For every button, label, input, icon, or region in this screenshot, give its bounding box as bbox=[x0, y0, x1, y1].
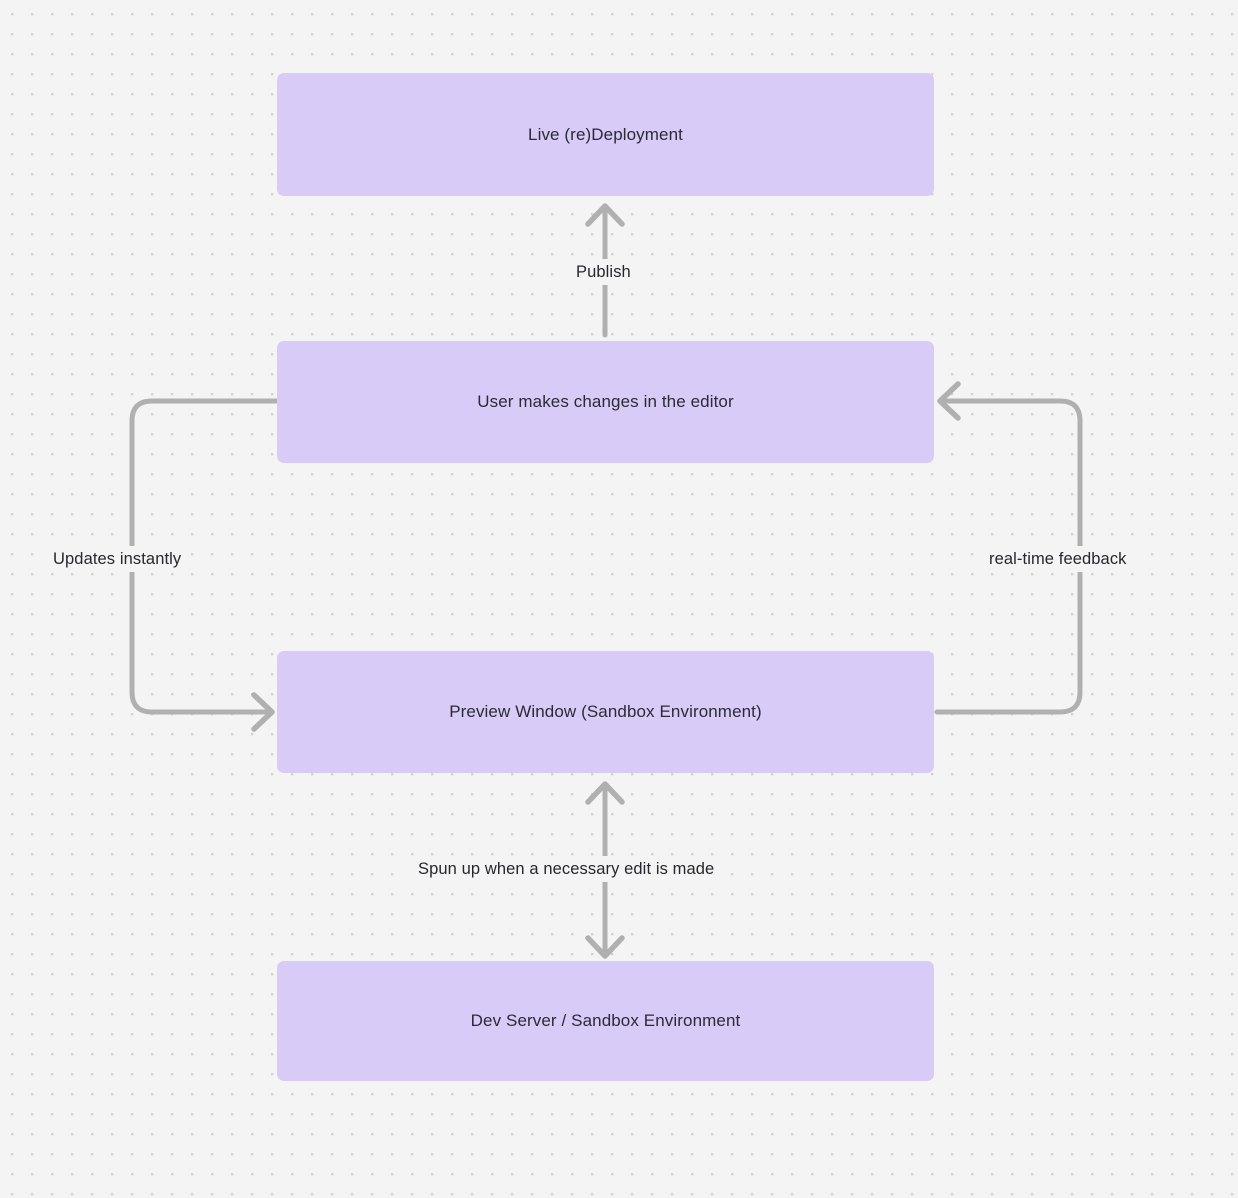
node-preview-window[interactable]: Preview Window (Sandbox Environment) bbox=[277, 651, 934, 773]
node-preview-window-label: Preview Window (Sandbox Environment) bbox=[449, 702, 762, 721]
edge-label-updates-instantly: Updates instantly bbox=[46, 546, 189, 572]
edge-label-publish: Publish bbox=[569, 259, 638, 285]
node-dev-server[interactable]: Dev Server / Sandbox Environment bbox=[277, 961, 934, 1081]
node-live-redeployment[interactable]: Live (re)Deployment bbox=[277, 73, 934, 196]
node-user-makes-changes-label: User makes changes in the editor bbox=[477, 392, 734, 411]
node-dev-server-label: Dev Server / Sandbox Environment bbox=[470, 1011, 741, 1030]
node-user-makes-changes[interactable]: User makes changes in the editor bbox=[277, 341, 934, 463]
edge-label-spun-up: Spun up when a necessary edit is made bbox=[411, 856, 722, 882]
edge-label-real-time-feedback: real-time feedback bbox=[982, 546, 1134, 572]
node-live-redeployment-label: Live (re)Deployment bbox=[528, 124, 683, 144]
